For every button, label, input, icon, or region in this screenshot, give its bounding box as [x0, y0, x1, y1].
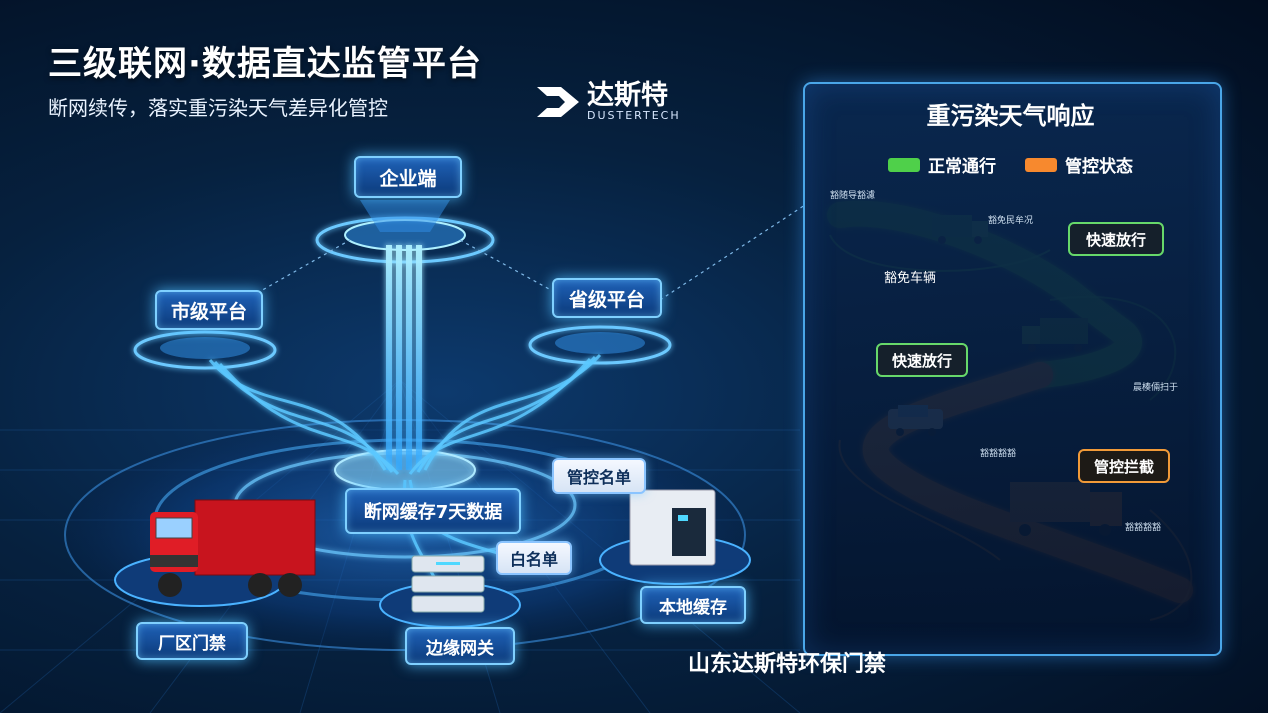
fast-pass-callout-1: 快速放行 [1068, 222, 1164, 256]
legend-normal: 正常通行 [888, 152, 996, 177]
exempt-vehicle-label: 豁免车辆 [884, 271, 937, 286]
legend-control-label: 管控状态 [1065, 157, 1133, 177]
gateway-illustration [411, 555, 485, 613]
legend-normal-swatch [888, 157, 920, 172]
truck-illustration [150, 499, 316, 597]
road-label-5: 豁豁豁豁 [1125, 523, 1162, 533]
brand-logo: 达斯特 DUSTERTECH [535, 78, 681, 126]
weather-response-panel [803, 82, 1222, 656]
offline-cache-banner: 断网缓存7天数据 [345, 488, 521, 534]
legend-control: 管控状态 [1025, 152, 1133, 177]
whitelist-tag: 白名单 [496, 541, 572, 575]
road-label-3: 晨楱倆扫于 [1133, 383, 1179, 393]
road-label-2: 豁免民牟况 [988, 216, 1034, 226]
control-intercept-callout: 管控拦截 [1078, 449, 1170, 483]
company-footer: 山东达斯特环保门禁 [688, 652, 887, 677]
logo-english: DUSTERTECH [587, 109, 681, 122]
edge-gateway-label: 边缘网关 [405, 627, 515, 665]
legend-control-swatch [1025, 157, 1057, 172]
panel-title: 重污染天气响应 [926, 102, 1095, 130]
page-title: 三级联网·数据直达监管平台 [48, 44, 482, 84]
province-platform-label: 省级平台 [552, 278, 662, 318]
legend-normal-label: 正常通行 [928, 157, 996, 177]
page-subtitle: 断网续传，落实重污染天气差异化管控 [48, 96, 388, 120]
road-label-1: 豁随导豁濾 [830, 191, 876, 201]
logo-name: 达斯特 [587, 80, 668, 111]
factory-gate-label: 厂区门禁 [136, 622, 248, 660]
city-platform-label: 市级平台 [155, 290, 263, 330]
control-list-tag: 管控名单 [552, 458, 646, 494]
logo-icon [537, 87, 579, 117]
enterprise-label: 企业端 [354, 156, 462, 198]
local-cache-label: 本地缓存 [640, 586, 746, 624]
central-data-beam [386, 245, 422, 470]
fast-pass-callout-2: 快速放行 [876, 343, 968, 377]
cache-box-illustration [629, 489, 716, 566]
road-label-4: 豁豁豁豁 [980, 449, 1017, 459]
